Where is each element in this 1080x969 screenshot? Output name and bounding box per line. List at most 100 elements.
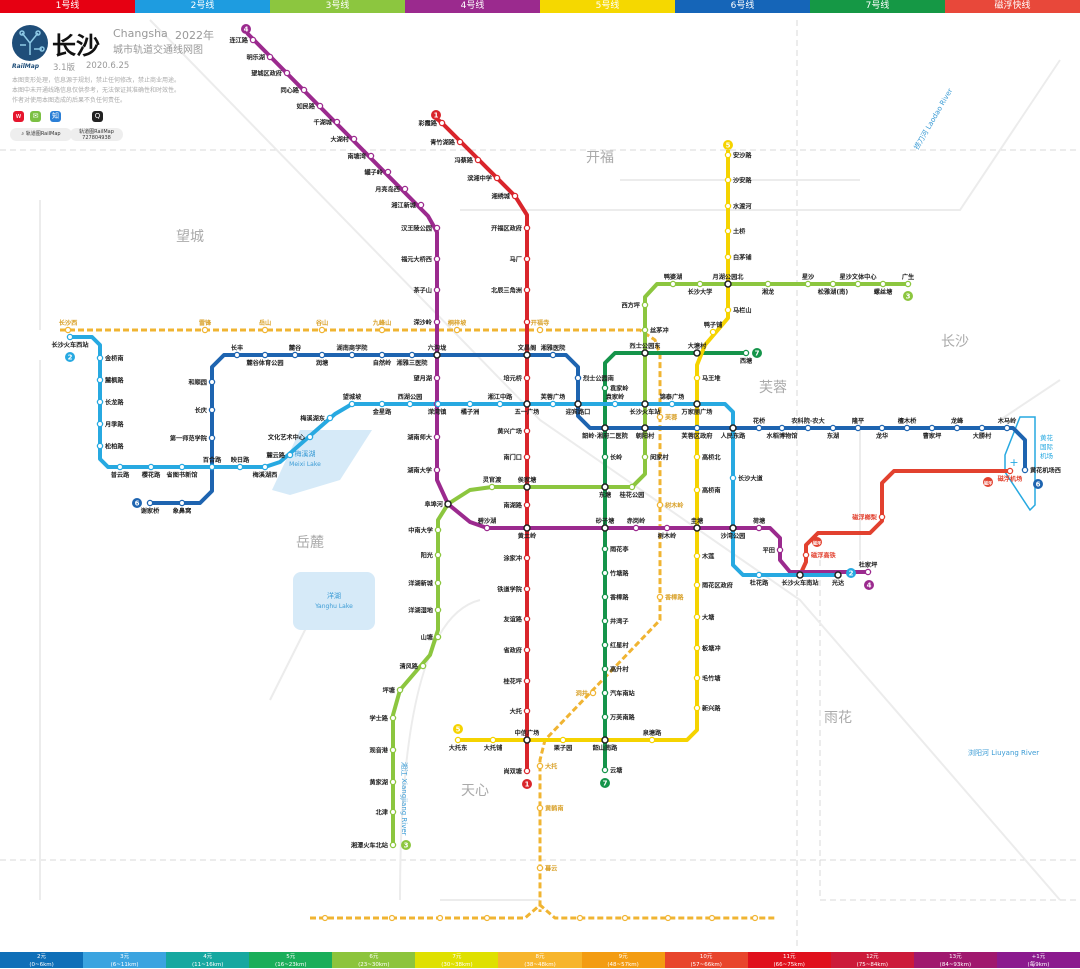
interchange-station-marker[interactable] xyxy=(574,400,582,408)
station-label[interactable]: 涂家冲 xyxy=(503,555,522,563)
station-label[interactable]: 映日路 xyxy=(231,456,250,464)
station-marker[interactable] xyxy=(601,384,609,392)
station-label[interactable]: 磁浮高铁 xyxy=(811,552,837,560)
station-label[interactable]: 新兴路 xyxy=(702,705,721,713)
station-marker[interactable] xyxy=(829,280,837,288)
interchange-station-marker[interactable] xyxy=(693,400,701,408)
station-marker[interactable] xyxy=(724,176,732,184)
station-marker[interactable] xyxy=(433,318,441,326)
station-marker[interactable] xyxy=(601,713,609,721)
station-marker[interactable] xyxy=(523,554,531,562)
station-label[interactable]: 长丰 xyxy=(231,344,243,352)
station-label[interactable]: 树木岭 xyxy=(665,502,684,510)
station-label[interactable]: 农科院·农大 xyxy=(790,417,825,425)
station-marker[interactable] xyxy=(536,864,544,872)
station-label[interactable]: 桂花公园 xyxy=(619,491,645,499)
line-3-badge[interactable] xyxy=(401,840,411,850)
station-label[interactable]: 黄鹤南 xyxy=(545,805,564,813)
station-label[interactable]: 长龙路 xyxy=(105,399,124,407)
station-marker[interactable] xyxy=(378,351,386,359)
station-label[interactable]: 木马岭 xyxy=(997,417,1017,425)
station-marker[interactable] xyxy=(601,641,609,649)
station-marker[interactable] xyxy=(300,86,308,94)
station-marker[interactable] xyxy=(523,318,531,326)
line-7-badge[interactable] xyxy=(600,778,610,788)
station-marker[interactable] xyxy=(249,36,257,44)
station-marker[interactable] xyxy=(709,328,717,336)
station-label[interactable]: 黄兴广场 xyxy=(497,428,522,436)
interchange-station-marker[interactable] xyxy=(729,424,737,432)
station-marker[interactable] xyxy=(208,463,216,471)
station-label[interactable]: 桐梓坡 xyxy=(448,319,467,327)
station-marker[interactable] xyxy=(378,400,386,408)
station-marker[interactable] xyxy=(417,201,425,209)
station-label[interactable]: 月湖公园北 xyxy=(712,273,745,281)
station-label[interactable]: 月亮岛西 xyxy=(374,186,400,194)
station-marker[interactable] xyxy=(536,804,544,812)
station-label[interactable]: 雨花区政府 xyxy=(702,582,734,590)
station-label[interactable]: 冯蔡路 xyxy=(454,157,473,165)
station-marker[interactable] xyxy=(96,398,104,406)
station-label[interactable]: 袁家岭 xyxy=(609,385,629,393)
station-label[interactable]: 北津 xyxy=(376,809,389,817)
line-5-badge[interactable] xyxy=(453,724,463,734)
station-label[interactable]: 马王堆 xyxy=(702,375,721,383)
station-marker[interactable] xyxy=(693,581,701,589)
station-label[interactable]: 湘龙 xyxy=(762,288,775,296)
station-label[interactable]: 岳山 xyxy=(259,319,271,327)
station-label[interactable]: 大托 xyxy=(545,763,558,771)
station-label[interactable]: 象鼻窝 xyxy=(173,507,192,515)
station-label[interactable]: 中南大学 xyxy=(408,527,433,535)
station-marker[interactable] xyxy=(208,378,216,386)
station-marker[interactable] xyxy=(589,689,597,697)
station-marker[interactable] xyxy=(804,280,812,288)
station-label[interactable]: 鸭婆湖 xyxy=(664,273,683,281)
station-label[interactable]: 百合路 xyxy=(203,456,222,464)
station-label[interactable]: 省图书新馆 xyxy=(166,471,198,479)
station-label[interactable]: 茶子山 xyxy=(412,287,432,295)
station-label[interactable]: 星沙 xyxy=(802,273,815,281)
interchange-station-marker[interactable] xyxy=(523,351,531,359)
station-label[interactable]: 大托 xyxy=(510,708,523,716)
station-marker[interactable] xyxy=(316,102,324,110)
station-marker[interactable] xyxy=(523,585,531,593)
station-marker[interactable] xyxy=(724,151,732,159)
station-marker[interactable] xyxy=(601,569,609,577)
station-marker[interactable] xyxy=(669,280,677,288)
station-label[interactable]: 南门口 xyxy=(503,454,522,462)
line-3-badge[interactable] xyxy=(903,291,913,301)
station-label[interactable]: 洋湖湿地 xyxy=(408,607,434,615)
station-marker[interactable] xyxy=(601,545,609,553)
station-marker[interactable] xyxy=(523,453,531,461)
station-marker[interactable] xyxy=(146,499,154,507)
zhihu-icon[interactable]: 知 xyxy=(50,111,61,122)
interchange-station-marker[interactable] xyxy=(601,424,609,432)
station-label[interactable]: 高桥南 xyxy=(702,487,721,495)
station-marker[interactable] xyxy=(601,766,609,774)
station-label[interactable]: 望城区政府 xyxy=(251,70,283,78)
station-marker[interactable] xyxy=(348,400,356,408)
station-marker[interactable] xyxy=(693,453,701,461)
station-marker[interactable] xyxy=(696,280,704,288)
station-marker[interactable] xyxy=(601,593,609,601)
station-label[interactable]: 水稻博物馆 xyxy=(767,432,798,440)
station-label[interactable]: 韶岭·湘府二医院 xyxy=(582,432,628,440)
station-label[interactable]: 雷锋 xyxy=(199,319,212,327)
station-label[interactable]: 竹塘路 xyxy=(609,570,629,578)
station-label[interactable]: 湘江新城 xyxy=(391,202,417,210)
station-marker[interactable] xyxy=(523,374,531,382)
station-marker[interactable] xyxy=(378,326,386,334)
station-label[interactable]: 尚双塘 xyxy=(503,768,522,776)
station-marker[interactable] xyxy=(693,613,701,621)
station-marker[interactable] xyxy=(656,413,664,421)
station-label[interactable]: 马厂 xyxy=(510,256,522,264)
station-label[interactable]: 暮云 xyxy=(544,865,557,873)
station-marker[interactable] xyxy=(178,499,186,507)
station-label[interactable]: 麓谷 xyxy=(289,344,302,352)
line-1-badge[interactable] xyxy=(431,110,441,120)
station-label[interactable]: 培元桥 xyxy=(503,375,522,383)
station-marker[interactable] xyxy=(601,617,609,625)
station-label[interactable]: 大托铺 xyxy=(484,744,503,752)
station-marker[interactable] xyxy=(755,524,763,532)
line-maglev-badge[interactable] xyxy=(983,477,993,487)
